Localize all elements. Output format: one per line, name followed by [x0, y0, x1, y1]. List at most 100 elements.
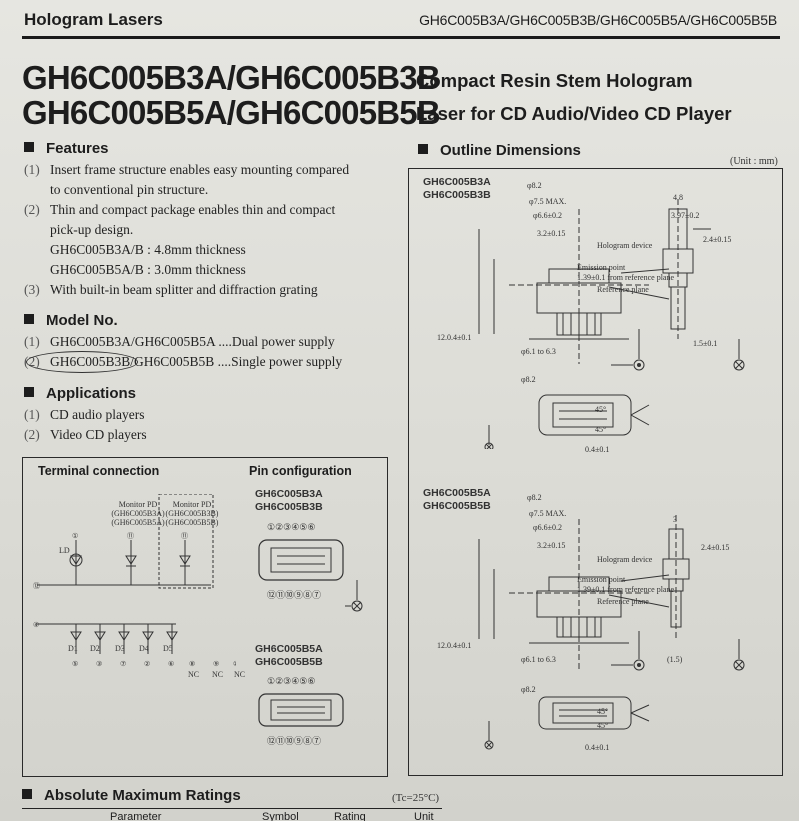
svg-text:⑨: ⑨	[213, 660, 219, 668]
dim-66-b: φ6.6±0.2	[533, 523, 563, 532]
dim-75: φ7.5 MAX.	[529, 197, 567, 206]
reference-plane-label-b: Reference plane	[597, 597, 649, 606]
features-list: (1)Insert frame structure enables easy m…	[24, 160, 349, 300]
dim-32-b: 3.2±0.15	[537, 541, 566, 550]
outline-model-b1: GH6C005B5A	[423, 487, 491, 499]
pin-package-a	[258, 539, 344, 581]
diode-label-d3: D3	[115, 644, 125, 653]
dim-82-bottom-b: φ8.2	[521, 685, 536, 694]
header-rule	[22, 36, 780, 39]
svg-text:⑤: ⑤	[72, 660, 78, 668]
bullet-square-icon	[24, 142, 34, 152]
product-title: GH6C005B3A/GH6C005B3B GH6C005B5A/GH6C005…	[22, 60, 441, 131]
list-item: (1)GH6C005B3A/GH6C005B5A ....Dual power …	[24, 334, 335, 349]
nc-label: NC	[188, 670, 200, 679]
angle-label-b: 45°	[597, 721, 609, 730]
pin-config-heading: Pin configuration	[249, 464, 352, 478]
svg-text:⑧: ⑧	[189, 660, 195, 668]
pin-numbers-bottom: ⑫⑪⑩⑨⑧⑦	[267, 590, 322, 600]
dim-82-b: φ8.2	[527, 493, 542, 502]
list-item: (1)Insert frame structure enables easy m…	[24, 162, 350, 177]
list-item: (1)CD audio players	[24, 407, 145, 422]
svg-text:①: ①	[72, 532, 78, 540]
dim-397: 3.97±0.2	[671, 211, 700, 220]
dim-12: 12.0.4±0.1	[437, 333, 472, 342]
hologram-device-label-b: Hologram device	[597, 555, 653, 564]
applications-heading: Applications	[24, 385, 136, 402]
title-line-2: GH6C005B5A/GH6C005B5B	[22, 94, 441, 131]
dim-15-b: (1.5)	[667, 655, 683, 664]
pin-model-a2: GH6C005B3B	[255, 501, 323, 513]
dim-61: φ6.1 to 6.3	[521, 347, 556, 356]
dim-15: 1.5±0.1	[693, 339, 718, 348]
outline-model-a2: GH6C005B3B	[423, 189, 491, 201]
list-item: (2)Thin and compact package enables thin…	[24, 202, 336, 217]
outline-heading: Outline Dimensions	[418, 142, 581, 159]
product-subtitle: Compact Resin Stem Hologram Laser for CD…	[416, 64, 732, 130]
subtitle-line-1: Compact Resin Stem Hologram	[416, 70, 693, 91]
pin-numbers-top-b: ①②③④⑤⑥	[267, 676, 316, 686]
subtitle-line-2: Laser for CD Audio/Video CD Player	[416, 103, 732, 124]
list-item-cont: GH6C005B3A/B : 4.8mm thickness	[50, 242, 246, 257]
angle-label: 45°	[595, 405, 607, 414]
terminal-heading: Terminal connection	[38, 464, 160, 478]
hologram-device-label: Hologram device	[597, 241, 653, 250]
dim-04-b: 0.4±0.1	[585, 743, 610, 752]
outline-drawing-a	[478, 199, 745, 449]
dim-48: 4.8	[673, 193, 683, 202]
angle-label: 45°	[595, 425, 607, 434]
svg-text:⑪: ⑪	[127, 532, 134, 540]
bullet-square-icon	[24, 314, 34, 324]
ratings-heading: Absolute Maximum Ratings	[22, 787, 241, 804]
list-item-cont: pick-up design.	[50, 222, 134, 237]
diode-label-d5: D5	[163, 644, 173, 653]
bullet-square-icon	[418, 144, 428, 154]
diode-label-d2: D2	[90, 644, 100, 653]
outline-model-b2: GH6C005B5B	[423, 500, 491, 512]
svg-text:③: ③	[96, 660, 102, 668]
applications-list: (1)CD audio players (2)Video CD players	[24, 405, 147, 445]
from-ref-label-b: 1.39±0.1 from reference plane	[577, 585, 675, 594]
dim-75-b: φ7.5 MAX.	[529, 509, 567, 518]
nc-label: NC	[234, 670, 246, 679]
diode-label-d1: D1	[68, 644, 78, 653]
svg-text:②: ②	[144, 660, 150, 668]
from-ref-label: 1.39±0.1 from reference plane	[577, 273, 675, 282]
outline-drawing-b	[478, 515, 745, 750]
features-heading: Features	[24, 140, 109, 157]
dim-82: φ8.2	[527, 181, 542, 190]
monitor-pd-b-label: Monitor PD (GH6C005B3B) (GH6C005B5B)	[165, 500, 219, 527]
outline-model-a1: GH6C005B3A	[423, 176, 491, 188]
pin-package-b	[258, 693, 344, 727]
dim-12-b: 12.0.4±0.1	[437, 641, 472, 650]
ratings-table-header: Parameter Symbol Rating Unit	[22, 808, 442, 821]
svg-text:⑦: ⑦	[120, 660, 126, 668]
header-section: Hologram Lasers	[24, 10, 163, 29]
dim-04: 0.4±0.1	[585, 445, 610, 454]
outline-box: GH6C005B3A GH6C005B3B φ8.2 φ7.5 MAX. φ6.…	[408, 168, 783, 776]
pin-model-b2: GH6C005B5B	[255, 656, 323, 668]
terminal-pin-box: Terminal connection Pin configuration Mo…	[22, 457, 388, 777]
ld-label: LD	[59, 546, 70, 555]
unit-note: (Unit : mm)	[730, 156, 778, 167]
angle-label-b: 45°	[597, 707, 609, 716]
dim-24: 2.4±0.15	[703, 235, 732, 244]
dim-82-bottom: φ8.2	[521, 375, 536, 384]
pin-numbers-bottom-b: ⑫⑪⑩⑨⑧⑦	[267, 736, 322, 746]
model-heading: Model No.	[24, 312, 118, 329]
svg-text:⑫: ⑫	[33, 582, 40, 590]
column-header: Rating	[334, 811, 366, 821]
list-item-cont: GH6C005B5A/B : 3.0mm thickness	[50, 262, 246, 277]
terminal-schematic: ⑫ ④ ① ⑪ ⑪ ⑤ ③ ⑦ ② ⑥ ⑧ ⑨ ⑩	[33, 494, 236, 668]
dim-66: φ6.6±0.2	[533, 211, 563, 220]
monitor-pd-a-label: Monitor PD (GH6C005B3A) (GH6C005B5A)	[111, 500, 165, 527]
diode-label-d4: D4	[139, 644, 149, 653]
pin-model-b1: GH6C005B5A	[255, 643, 323, 655]
bullet-square-icon	[22, 789, 32, 799]
emission-point-label-b: Emission point	[577, 575, 626, 584]
header-models: GH6C005B3A/GH6C005B3B/GH6C005B5A/GH6C005…	[419, 12, 777, 28]
list-item: (2)Video CD players	[24, 427, 147, 442]
list-item: (3)With built-in beam splitter and diffr…	[24, 282, 318, 297]
svg-text:⑪: ⑪	[181, 532, 188, 540]
